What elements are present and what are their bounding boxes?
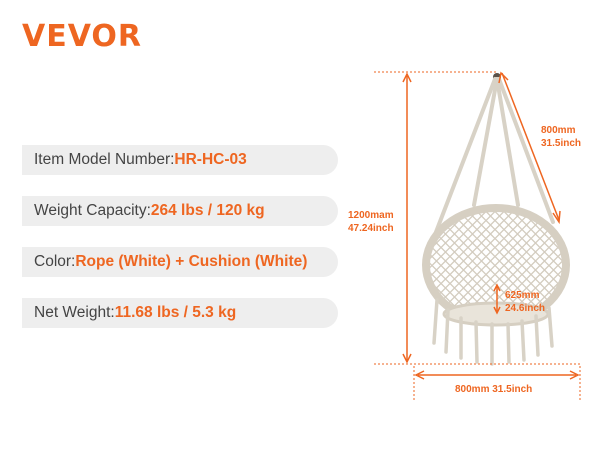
dimension-labels: 800mm 31.5inch 1200mam 47.24inch 625mm 2… bbox=[348, 125, 581, 395]
hanging-ropes bbox=[434, 77, 555, 234]
seat-depth-mm: 625mm bbox=[505, 290, 540, 301]
spec-row-net-weight: Net Weight: 11.68 lbs / 5.3 kg bbox=[22, 298, 338, 328]
spec-label-net-weight: Net Weight: bbox=[34, 304, 115, 321]
fringe-tassels bbox=[432, 298, 554, 366]
spec-row-color: Color: Rope (White) + Cushion (White) bbox=[22, 247, 338, 277]
spec-row-weight-capacity: Weight Capacity: 264 lbs / 120 kg bbox=[22, 196, 338, 226]
spec-value-net-weight: 11.68 lbs / 5.3 kg bbox=[114, 304, 237, 321]
spec-row-model: Item Model Number: HR-HC-03 bbox=[22, 145, 338, 175]
rope-length-inch: 31.5inch bbox=[541, 138, 581, 149]
height-inch: 47.24inch bbox=[348, 223, 394, 234]
seat-depth-inch: 24.6inch bbox=[505, 303, 545, 314]
spec-value-model: HR-HC-03 bbox=[174, 151, 247, 168]
dimension-lines bbox=[374, 71, 581, 400]
rope-length-mm: 800mm bbox=[541, 125, 576, 136]
hammock-body bbox=[422, 204, 570, 327]
spec-label-color: Color: bbox=[34, 253, 76, 270]
spec-label-weight-capacity: Weight Capacity: bbox=[34, 202, 151, 219]
height-mm: 1200mam bbox=[348, 210, 394, 221]
spec-label-model: Item Model Number: bbox=[34, 151, 175, 168]
hammock-chair-image bbox=[422, 73, 570, 366]
width-dimension: 800mm 31.5inch bbox=[455, 384, 532, 395]
spec-value-weight-capacity: 264 lbs / 120 kg bbox=[150, 202, 265, 219]
spec-value-color: Rope (White) + Cushion (White) bbox=[75, 253, 308, 270]
vevor-logo: VEVOR bbox=[22, 19, 143, 54]
